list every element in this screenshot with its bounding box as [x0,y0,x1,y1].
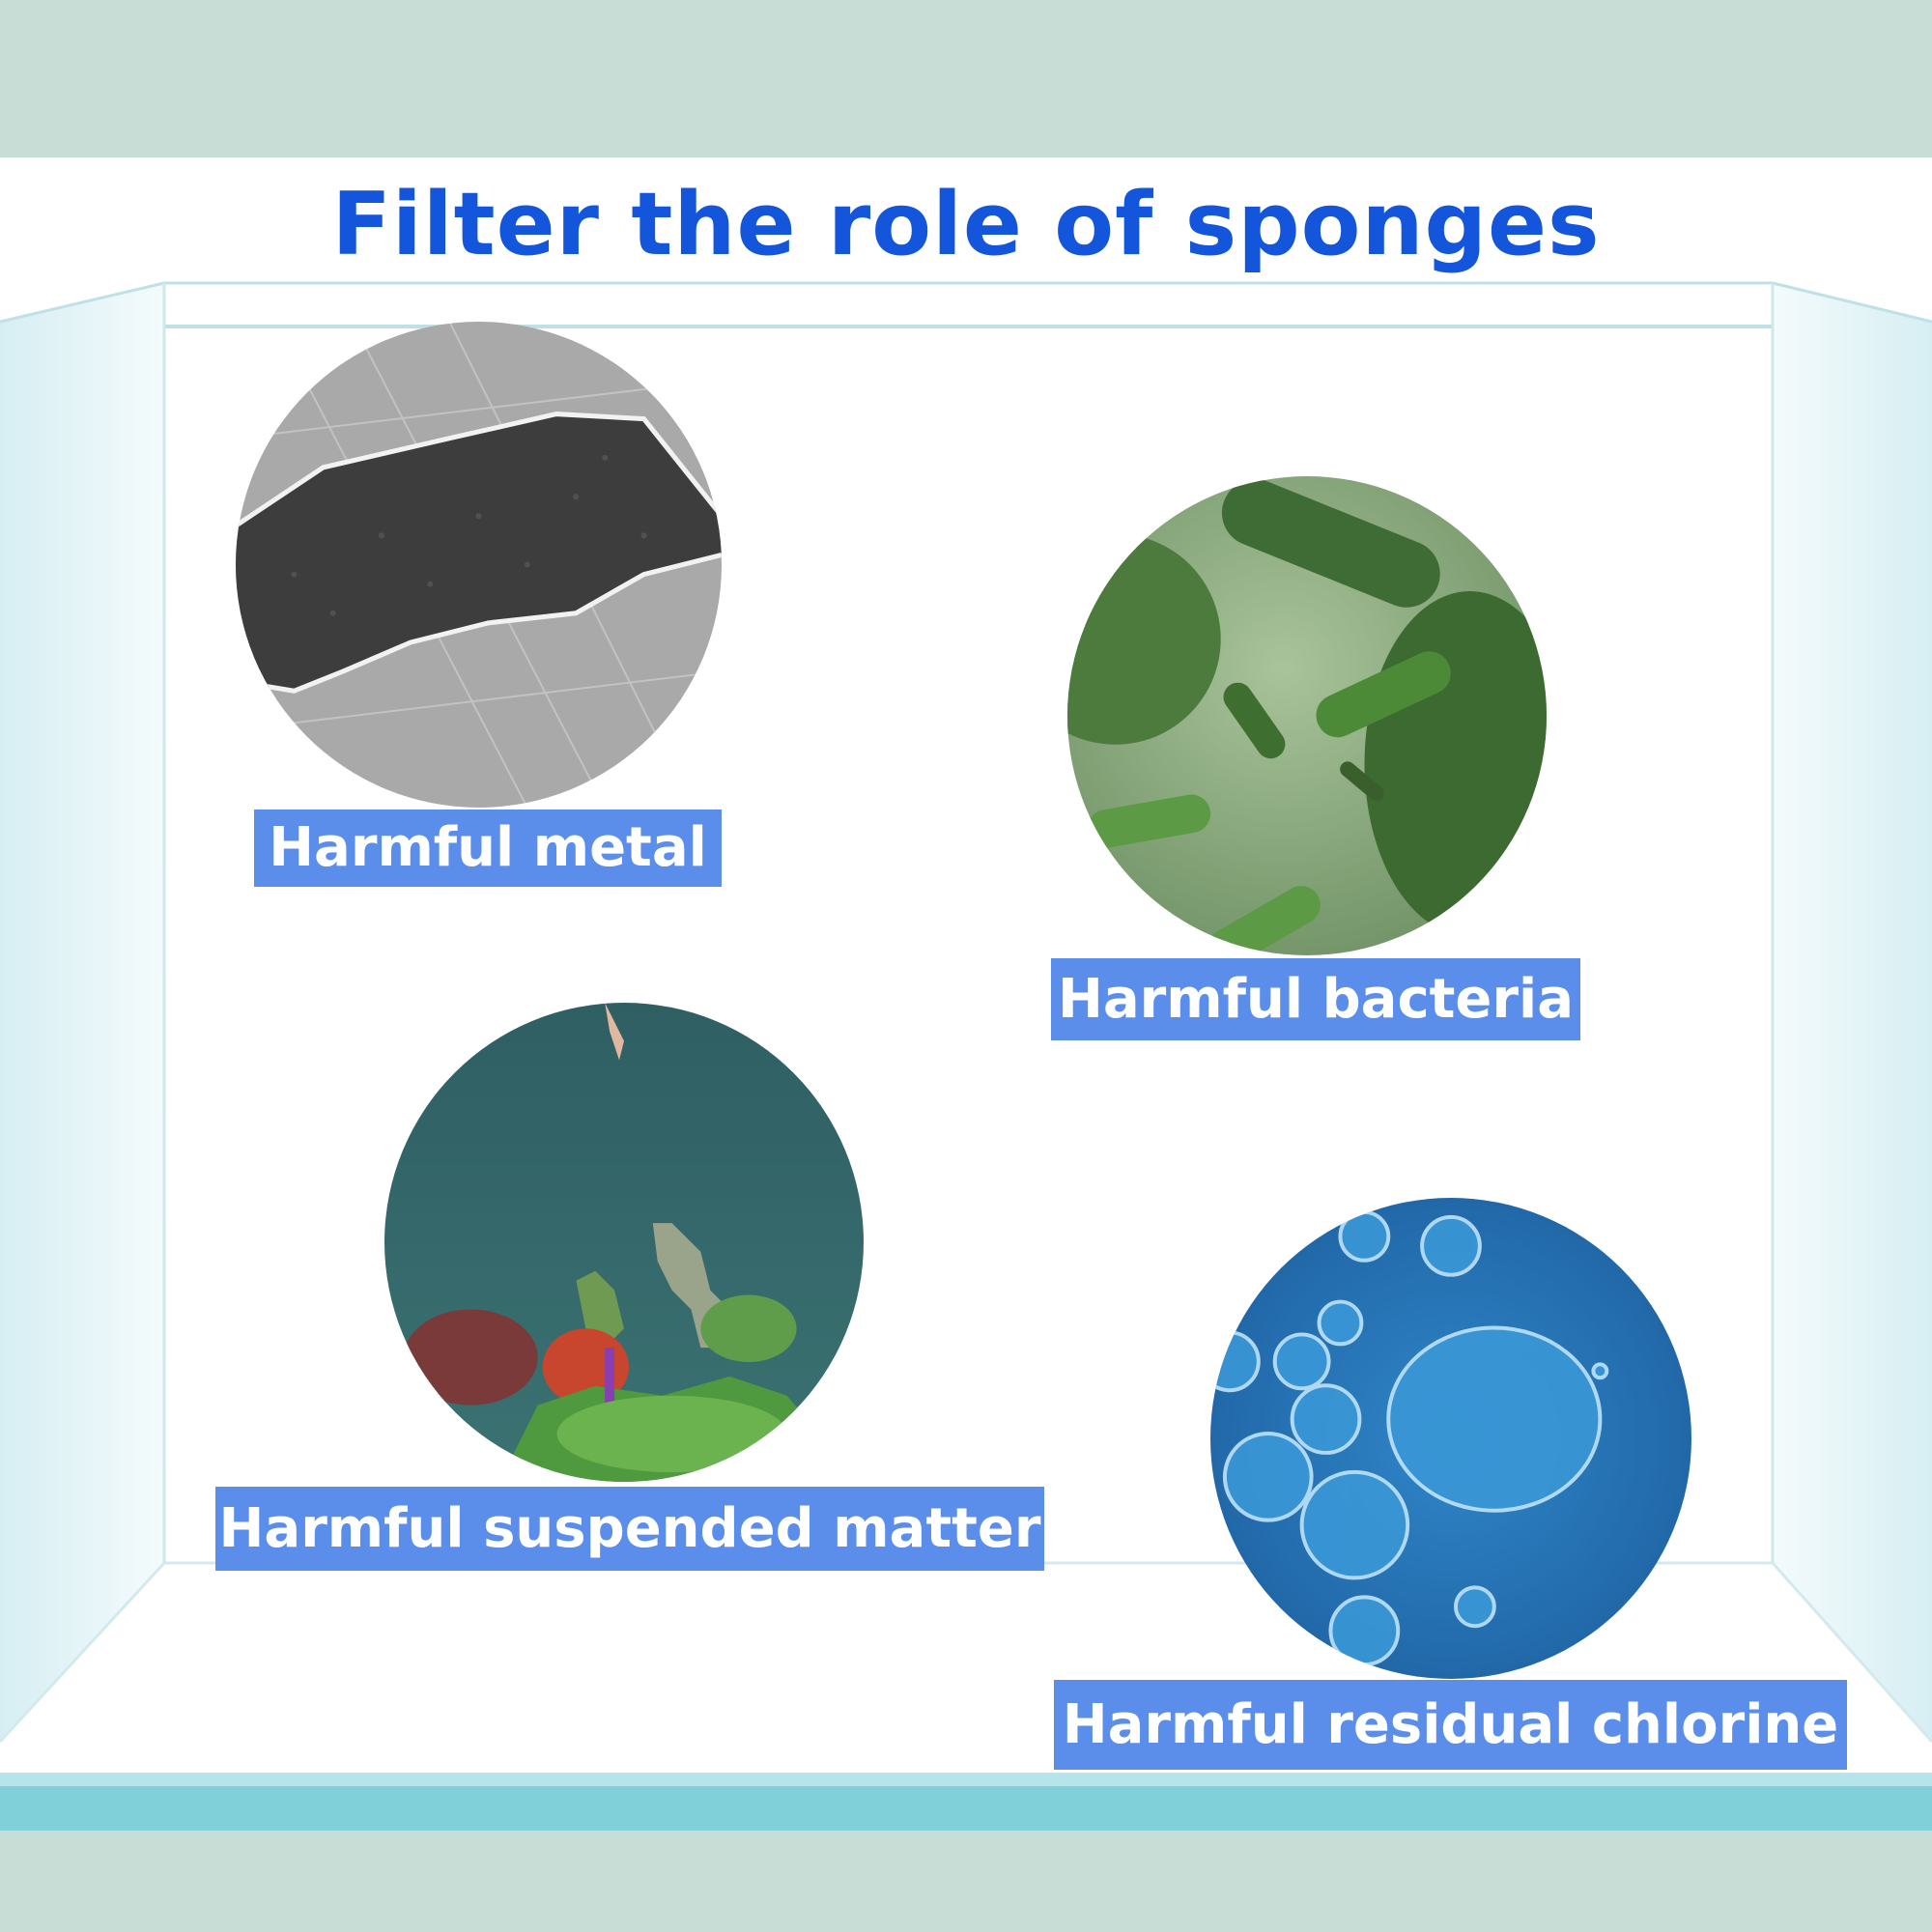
label-harmful-metal: Harmful metal [254,810,722,887]
aquarium-plants-image [384,1003,864,1482]
label-harmful-residual-chlorine: Harmful residual chlorine [1054,1680,1847,1770]
label-harmful-bacteria: Harmful bacteria [1051,958,1580,1040]
torn-metal-mesh-image [236,322,722,808]
blue-water-bubbles-image [1210,1198,1691,1679]
page-title: Filter the role of sponges [331,174,1601,275]
green-bacteria-image [1067,476,1547,955]
label-harmful-suspended-matter: Harmful suspended matter [215,1487,1044,1571]
